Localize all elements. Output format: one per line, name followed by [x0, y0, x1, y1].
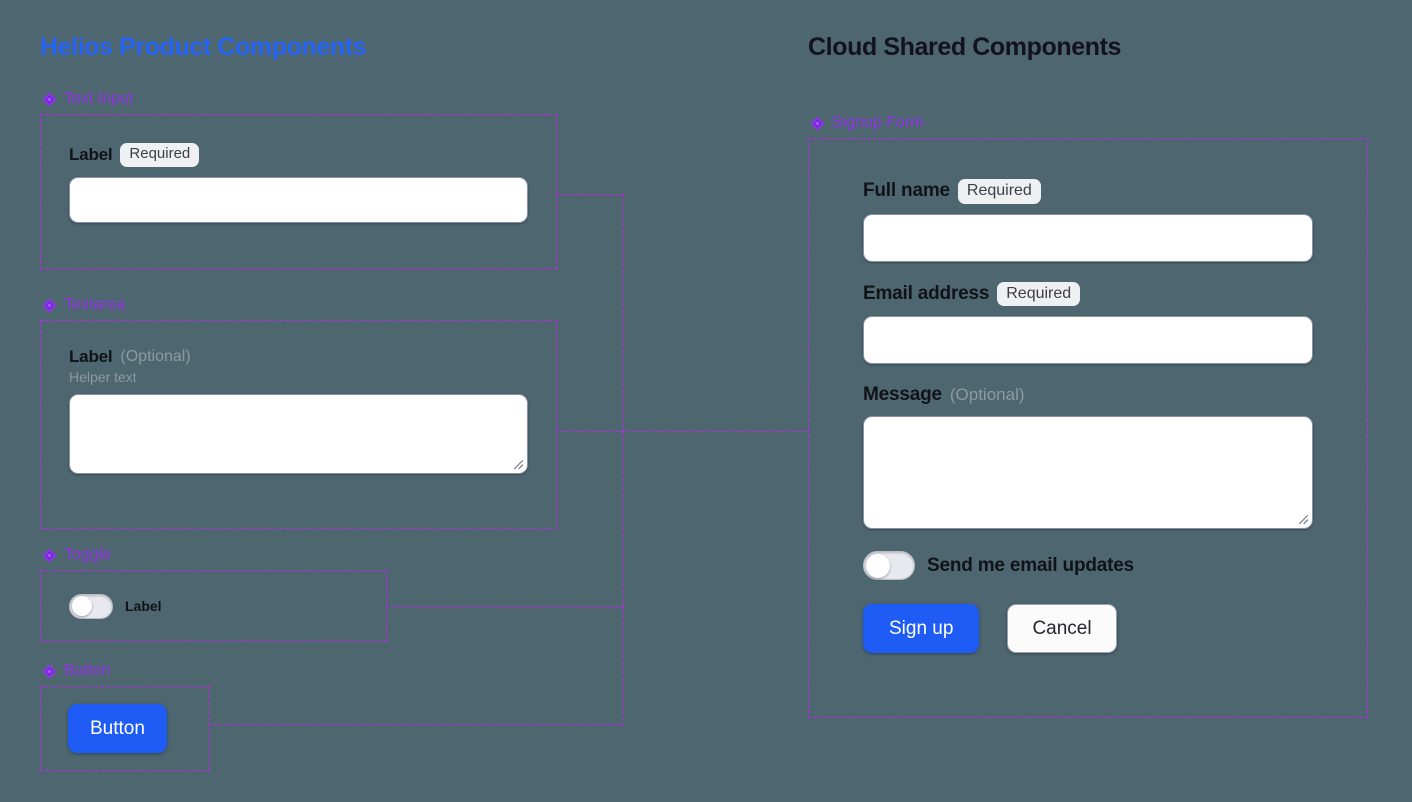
- diamond-icon: [810, 116, 825, 130]
- email-updates-label: Send me email updates: [927, 554, 1134, 576]
- component-frame-toggle: Label: [40, 570, 387, 642]
- toggle-row[interactable]: Label: [69, 593, 162, 619]
- diamond-icon: [42, 92, 57, 106]
- connector-text-input-horizontal: [556, 194, 624, 195]
- text-input-field[interactable]: [69, 176, 528, 223]
- section-label-text-input: Text Input: [42, 90, 133, 108]
- component-frame-button: Button: [40, 686, 210, 771]
- diamond-icon: [42, 298, 57, 312]
- connector-textarea-horizontal: [556, 431, 809, 432]
- field-label: Full name: [863, 180, 950, 202]
- section-label-text: Toggle: [64, 546, 112, 563]
- field-label: Message: [863, 384, 942, 406]
- section-label-text: Text Input: [64, 90, 134, 107]
- required-badge: Required: [997, 281, 1081, 307]
- component-frame-text-input: Label Required: [40, 114, 557, 269]
- section-label-toggle: Toggle: [42, 546, 111, 564]
- textarea-field[interactable]: [69, 394, 528, 474]
- connector-toggle-horizontal: [386, 606, 624, 607]
- full-name-input[interactable]: [863, 213, 1313, 262]
- diamond-icon: [42, 548, 57, 562]
- required-badge: Required: [957, 179, 1041, 204]
- optional-hint: (Optional): [120, 348, 191, 365]
- section-label-button: Button: [42, 662, 110, 680]
- toggle-knob: [71, 596, 92, 616]
- demo-button[interactable]: Button: [68, 704, 167, 753]
- field-label: Label: [69, 347, 113, 366]
- field-label-row: Label Required: [69, 143, 528, 167]
- connector-trunk-b-vertical: [622, 432, 623, 607]
- connector-trunk-a-vertical: [622, 194, 623, 432]
- required-badge: Required: [120, 143, 200, 167]
- section-label-textarea: Textarea: [42, 296, 125, 314]
- toggle-knob: [865, 553, 890, 578]
- form-actions: Sign up Cancel: [863, 604, 1313, 654]
- cancel-button[interactable]: Cancel: [1007, 604, 1117, 654]
- message-textarea-wrapper: [863, 416, 1313, 530]
- field-label: Email address: [863, 282, 990, 304]
- email-address-input[interactable]: [863, 316, 1313, 365]
- section-label-text: Signup Form: [832, 114, 924, 131]
- email-updates-toggle-row[interactable]: Send me email updates: [863, 551, 1313, 581]
- section-label-text: Textarea: [64, 296, 126, 313]
- toggle-switch[interactable]: [69, 593, 113, 619]
- connector-trunk-c-vertical: [622, 606, 623, 725]
- field-label-row-message: Message (Optional): [863, 384, 1313, 406]
- message-textarea[interactable]: [863, 416, 1313, 530]
- component-frame-signup-form: Full name Required Email address Require…: [808, 138, 1368, 718]
- helper-text: Helper text: [69, 369, 137, 385]
- field-label-row-email: Email address Required: [863, 281, 1313, 307]
- field-label-row: Label (Optional): [69, 347, 528, 367]
- section-label-signup-form: Signup Form: [810, 114, 924, 132]
- right-column-title: Cloud Shared Components: [808, 33, 1122, 61]
- diamond-icon: [42, 664, 57, 678]
- section-label-text: Button: [64, 662, 111, 679]
- connector-button-horizontal: [209, 724, 624, 725]
- field-label: Label: [69, 144, 113, 164]
- sign-up-button[interactable]: Sign up: [863, 604, 980, 654]
- field-label-row-full-name: Full name Required: [863, 179, 1313, 204]
- email-updates-toggle[interactable]: [863, 551, 915, 581]
- component-frame-textarea: Label (Optional) Helper text: [40, 320, 557, 529]
- toggle-label: Label: [125, 598, 162, 614]
- optional-hint: (Optional): [949, 385, 1025, 405]
- textarea-wrapper: [69, 394, 528, 474]
- left-column-title: Helios Product Components: [40, 33, 367, 61]
